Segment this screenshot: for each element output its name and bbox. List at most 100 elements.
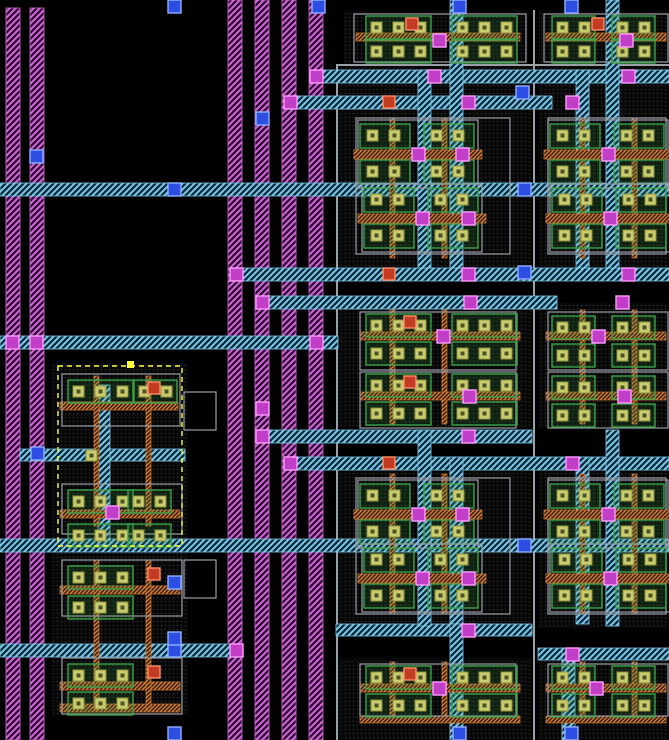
- via1[interactable]: [427, 69, 442, 84]
- polysilicon[interactable]: [545, 331, 667, 341]
- boundary[interactable]: [61, 373, 181, 427]
- boundary[interactable]: [547, 663, 669, 717]
- metal1[interactable]: [0, 335, 339, 350]
- via1[interactable]: [309, 69, 324, 84]
- selection-handle[interactable]: [127, 361, 134, 368]
- via2[interactable]: [517, 182, 532, 197]
- via2[interactable]: [452, 726, 467, 740]
- via1[interactable]: [462, 389, 477, 404]
- via1[interactable]: [461, 429, 476, 444]
- vline[interactable]: [336, 64, 338, 740]
- metal2[interactable]: [281, 0, 297, 740]
- metal1[interactable]: [261, 295, 558, 310]
- polysilicon[interactable]: [441, 309, 448, 425]
- boundary[interactable]: [547, 371, 669, 429]
- metal2[interactable]: [308, 0, 324, 740]
- metal1[interactable]: [235, 267, 669, 282]
- via2[interactable]: [167, 631, 182, 646]
- poly-contact[interactable]: [147, 567, 161, 581]
- via1[interactable]: [621, 69, 636, 84]
- via2[interactable]: [167, 575, 182, 590]
- metal2[interactable]: [254, 0, 270, 740]
- via1[interactable]: [255, 401, 270, 416]
- vline[interactable]: [533, 10, 535, 740]
- via1[interactable]: [229, 643, 244, 658]
- boundary[interactable]: [359, 371, 517, 429]
- boundary[interactable]: [355, 117, 511, 255]
- poly-contact[interactable]: [382, 456, 396, 470]
- via2[interactable]: [515, 85, 530, 100]
- polysilicon[interactable]: [59, 509, 181, 519]
- via1[interactable]: [601, 507, 616, 522]
- boundary[interactable]: [355, 477, 511, 615]
- via1[interactable]: [619, 33, 634, 48]
- via1[interactable]: [455, 507, 470, 522]
- via1[interactable]: [461, 211, 476, 226]
- via2[interactable]: [167, 0, 182, 14]
- polysilicon[interactable]: [59, 401, 179, 411]
- poly-contact[interactable]: [382, 267, 396, 281]
- via1[interactable]: [229, 267, 244, 282]
- poly-contact[interactable]: [403, 375, 417, 389]
- polysilicon[interactable]: [145, 559, 152, 711]
- metal1[interactable]: [335, 623, 533, 637]
- via1[interactable]: [415, 571, 430, 586]
- boundary[interactable]: [547, 311, 669, 371]
- polysilicon[interactable]: [389, 309, 396, 425]
- boundary[interactable]: [359, 311, 517, 371]
- diffring[interactable]: [551, 547, 603, 573]
- via2[interactable]: [564, 0, 579, 14]
- via1[interactable]: [621, 267, 636, 282]
- polysilicon[interactable]: [59, 681, 181, 691]
- via1[interactable]: [283, 456, 298, 471]
- via1[interactable]: [255, 295, 270, 310]
- metal1[interactable]: [0, 182, 669, 197]
- via2[interactable]: [517, 538, 532, 553]
- via1[interactable]: [615, 295, 630, 310]
- via1[interactable]: [603, 571, 618, 586]
- via1[interactable]: [436, 329, 451, 344]
- polysilicon[interactable]: [545, 683, 667, 693]
- via1[interactable]: [432, 681, 447, 696]
- poly-contact[interactable]: [403, 315, 417, 329]
- via1[interactable]: [455, 147, 470, 162]
- via2[interactable]: [167, 643, 182, 658]
- boundary[interactable]: [359, 663, 517, 717]
- via2[interactable]: [167, 182, 182, 197]
- via2[interactable]: [452, 0, 467, 14]
- via1[interactable]: [415, 211, 430, 226]
- boundary[interactable]: [183, 559, 217, 599]
- polysilicon[interactable]: [59, 585, 181, 595]
- via2[interactable]: [167, 726, 182, 740]
- via1[interactable]: [461, 623, 476, 638]
- via1[interactable]: [463, 295, 478, 310]
- via1[interactable]: [565, 456, 580, 471]
- metal1[interactable]: [257, 429, 533, 444]
- metal1[interactable]: [0, 643, 244, 658]
- polysilicon[interactable]: [545, 391, 667, 401]
- polysilicon[interactable]: [545, 32, 667, 42]
- boundary[interactable]: [543, 13, 669, 63]
- via1[interactable]: [461, 571, 476, 586]
- via1[interactable]: [589, 681, 604, 696]
- via1[interactable]: [105, 505, 120, 520]
- vline[interactable]: [336, 64, 669, 66]
- poly-contact[interactable]: [403, 667, 417, 681]
- metal1[interactable]: [0, 538, 669, 553]
- well[interactable]: [336, 658, 532, 740]
- poly-contact[interactable]: [147, 665, 161, 679]
- via2[interactable]: [255, 111, 270, 126]
- poly-contact[interactable]: [382, 95, 396, 109]
- diffring[interactable]: [427, 223, 479, 249]
- metal2[interactable]: [5, 7, 21, 740]
- via1[interactable]: [283, 95, 298, 110]
- poly-contact[interactable]: [591, 17, 605, 31]
- metal1[interactable]: [537, 647, 669, 661]
- boundary[interactable]: [353, 13, 527, 63]
- via1[interactable]: [29, 335, 44, 350]
- via1[interactable]: [411, 147, 426, 162]
- via1[interactable]: [432, 33, 447, 48]
- via2[interactable]: [311, 0, 326, 14]
- via1[interactable]: [5, 335, 20, 350]
